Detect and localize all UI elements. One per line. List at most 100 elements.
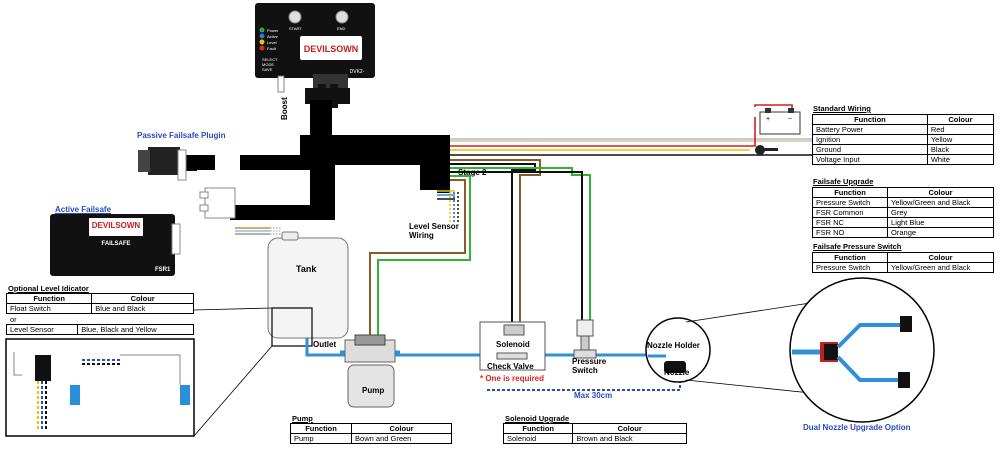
devilsown-logo [300, 36, 362, 60]
failsafe-brand: DEVILSOWN [91, 221, 141, 230]
cell-colour: White [926, 154, 995, 165]
cell-colour: Orange [887, 227, 994, 238]
solenoid-label: Solenoid [496, 340, 530, 349]
led-label-level: Level [267, 40, 277, 45]
table-header: Colour [926, 114, 995, 125]
main-harness [195, 100, 450, 220]
cell-colour: Black [926, 144, 995, 155]
knob-end-label: END [337, 26, 346, 31]
table-header: Colour [887, 252, 994, 263]
power-led-icon [259, 27, 265, 33]
button-label-mode: MODE [262, 62, 274, 67]
cell-function: Battery Power [812, 124, 928, 135]
cell-function: Ground [812, 144, 928, 155]
table-header: Function [289, 423, 353, 434]
table-header: Colour [91, 293, 194, 304]
failsafe-text: FAILSAFE [101, 241, 131, 247]
tank-label: Tank [296, 264, 317, 274]
table-header: Colour [572, 423, 687, 434]
cell-function: Voltage Input [812, 154, 928, 165]
table-header: Function [812, 114, 928, 125]
cell-function: Float Switch [5, 303, 93, 314]
cell-function: Solenoid [502, 433, 574, 444]
end-knob-icon [335, 10, 349, 24]
table-header: Function [811, 252, 889, 263]
cell-function: Ignition [812, 134, 928, 145]
table-header: Colour [887, 187, 994, 198]
controller-brand: DEVILSOWN [304, 44, 359, 54]
dual-nozzle-detail [789, 277, 935, 423]
controller-model: DVK2- [350, 69, 365, 75]
cell-function: FSR NO [811, 227, 889, 238]
pressure-switch-label: Pressure Switch [572, 357, 607, 375]
tank-icon [267, 231, 349, 347]
outlet-label: Outlet [313, 340, 337, 349]
pump-table-title: Pump [292, 414, 313, 423]
failsafe-pressure-switch-title: Failsafe Pressure Switch [813, 242, 902, 251]
pump-icon [344, 334, 396, 408]
passive-failsafe-plug [138, 147, 187, 181]
one-required-label: * One is required [480, 374, 545, 383]
or-label: or [10, 315, 17, 324]
failsafe-model: FSR1 [155, 267, 171, 273]
svg-text:−: − [788, 116, 792, 123]
cell-colour: Brown and Black [572, 433, 687, 444]
level-sensor-wiring-label: Level Sensor Wiring [409, 222, 459, 240]
cell-function: Pump [289, 433, 353, 444]
nozzle-label: Nozzle [664, 368, 690, 377]
cell-colour: Bown and Green [351, 433, 452, 444]
boost-tube [277, 75, 285, 93]
cell-colour: Yellow [926, 134, 995, 145]
pressure-switch-icon [573, 319, 597, 359]
max-30cm-label: Max 30cm [574, 391, 613, 400]
led-label-fault: Fault [267, 46, 277, 51]
cell-function: Level Sensor [5, 324, 79, 335]
cell-colour: Yellow/Green and Black [887, 262, 994, 273]
cell-colour: Blue and Black [91, 303, 194, 314]
battery-icon: + − [759, 108, 801, 135]
active-failsafe-unit [50, 214, 181, 276]
table-header: Function [502, 423, 574, 434]
active-led-icon [259, 33, 265, 39]
cell-function: FSR NC [811, 217, 889, 228]
level-led-icon [259, 39, 265, 45]
led-label-active: Active [267, 34, 279, 39]
stage2-label: Stage 2 [458, 168, 487, 177]
pump-label: Pump [362, 386, 385, 395]
boost-label: Boost [280, 97, 289, 120]
standard-wiring-title: Standard Wiring [813, 104, 871, 113]
led-label-power: Power [267, 28, 279, 33]
start-knob-icon [288, 10, 302, 24]
cell-colour: Red [926, 124, 995, 135]
ignition-key-icon [755, 145, 778, 155]
cell-function: Pressure Switch [811, 197, 889, 208]
controller-unit: START END Power Active Level Fault SELEC… [255, 3, 375, 88]
solenoid-table-title: Solenoid Upgrade [505, 414, 570, 423]
cell-colour: Light Blue [887, 217, 994, 228]
check-valve-label: Check Valve [487, 362, 534, 371]
nozzle-holder-label: Nozzle Holder [647, 341, 700, 350]
passive-failsafe-title: Passive Failsafe Plugin [137, 131, 226, 140]
cell-colour: Grey [887, 207, 994, 218]
button-label-select: SELECT [262, 57, 278, 62]
table-header: Function [811, 187, 889, 198]
svg-text:+: + [766, 116, 770, 123]
nozzle-holder-detail [645, 317, 711, 383]
